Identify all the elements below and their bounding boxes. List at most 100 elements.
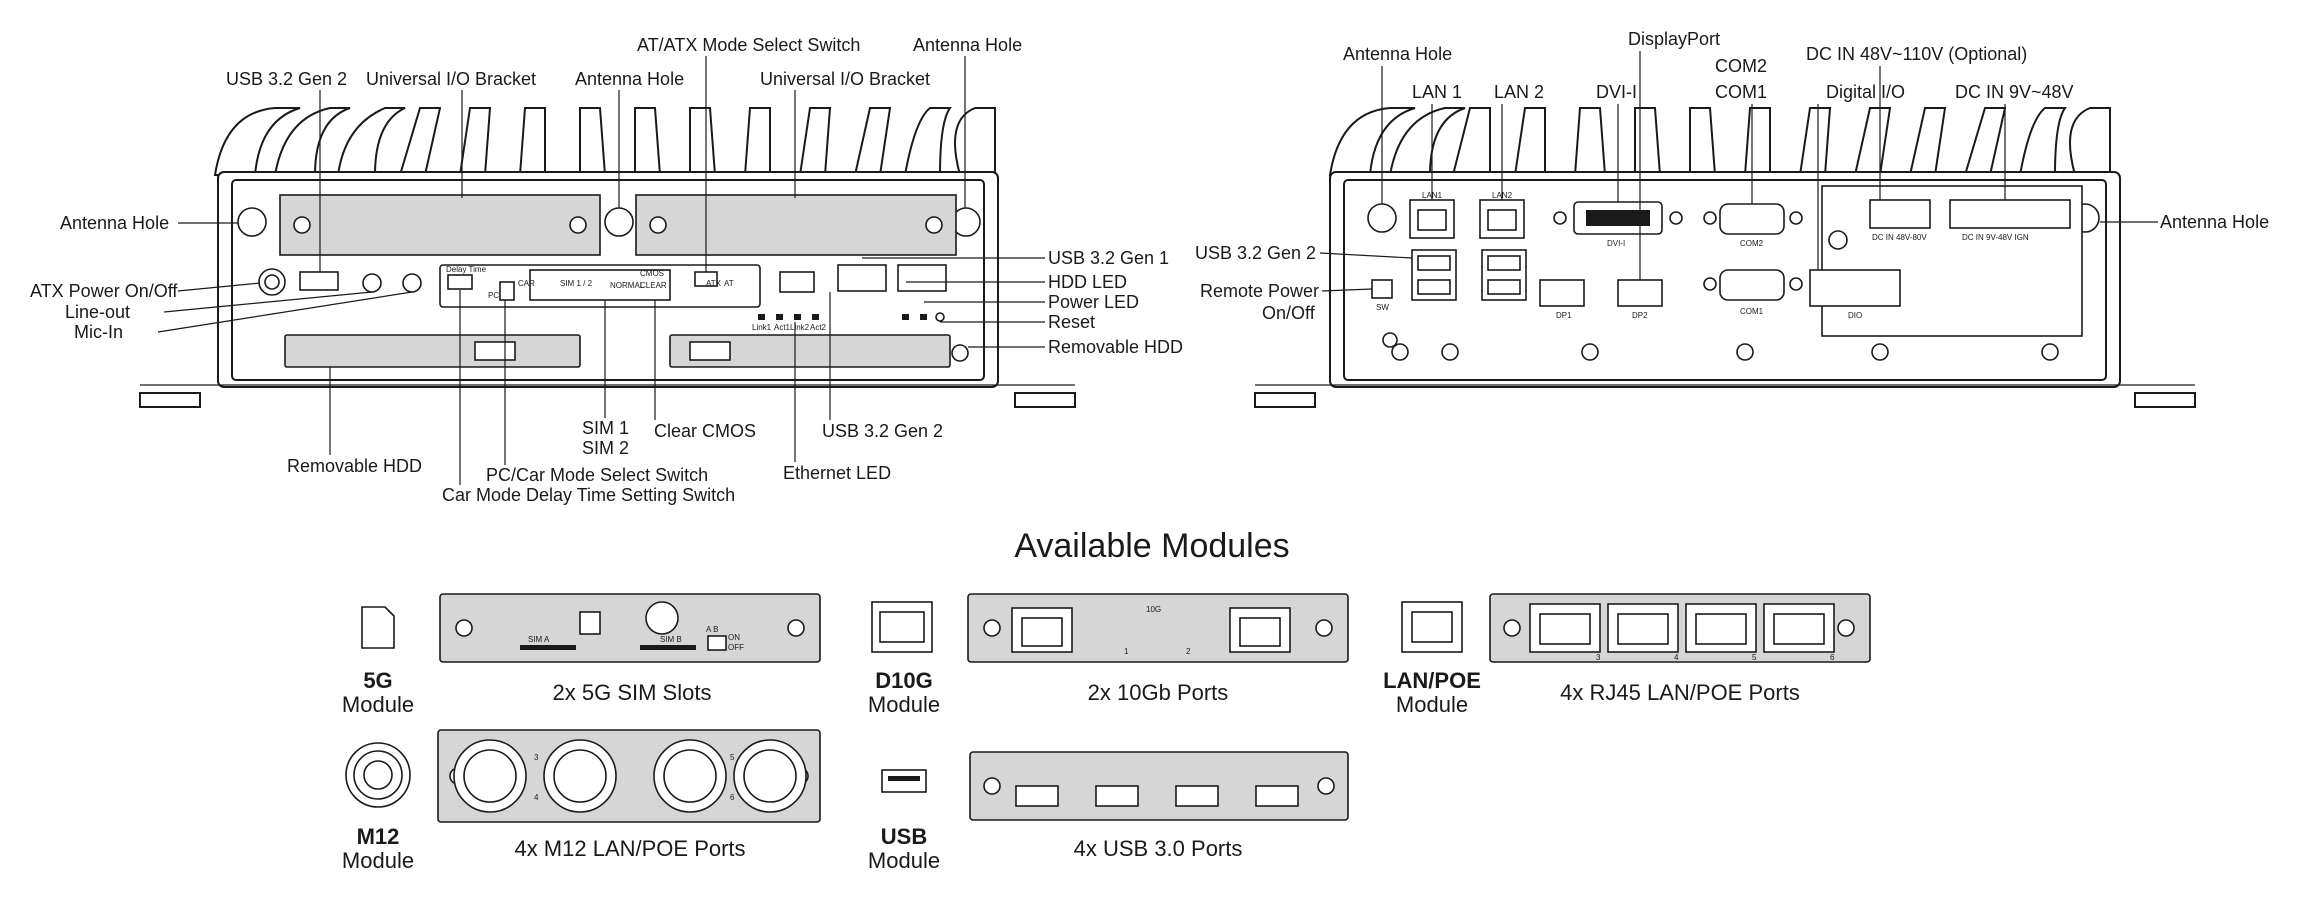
silk-link2: Link2 xyxy=(790,323,810,332)
label-antenna-hole-left: Antenna Hole xyxy=(60,213,169,233)
silk-sim-a: SIM A xyxy=(528,635,550,644)
module-usb: USB Module 4x USB 3.0 Ports xyxy=(868,751,1349,873)
silk-m12-6: 6 xyxy=(730,793,735,802)
silk-lan-6: 6 xyxy=(1830,653,1835,662)
label-rear-usb32gen2: USB 3.2 Gen 2 xyxy=(1195,243,1316,263)
silk-lan1: LAN1 xyxy=(1422,191,1443,200)
silk-act2: Act2 xyxy=(810,323,827,332)
module-d10g: D10G Module 10G 1 2 2x 10Gb Ports xyxy=(868,593,1349,717)
front-silkscreen: Link1 Act1 Link2 Act2 Delay Time PC CAR … xyxy=(446,265,827,332)
silk-lan-4: 4 xyxy=(1674,653,1679,662)
label-rear-antenna-hole-right: Antenna Hole xyxy=(2160,212,2269,232)
silk-lan-5: 5 xyxy=(1752,653,1757,662)
silk-normal: NORMAL xyxy=(610,281,645,290)
label-universal-io-left: Universal I/O Bracket xyxy=(366,69,536,89)
label-usb32gen2-bottom: USB 3.2 Gen 2 xyxy=(822,421,943,441)
silk-dvi: DVI-I xyxy=(1607,239,1625,248)
label-clear-cmos: Clear CMOS xyxy=(654,421,756,441)
label-removable-hdd-left: Removable HDD xyxy=(287,456,422,476)
silk-dp1: DP1 xyxy=(1556,311,1572,320)
front-panel-drawing xyxy=(139,107,1076,408)
silk-sim: SIM 1 / 2 xyxy=(560,279,593,288)
silk-dio: DIO xyxy=(1848,311,1862,320)
silk-port1: 1 xyxy=(1124,647,1129,656)
label-remote-power-1: Remote Power xyxy=(1200,281,1319,301)
module-5g-suffix: Module xyxy=(342,692,414,717)
silk-lan-3: 3 xyxy=(1596,653,1601,662)
label-usb32gen1: USB 3.2 Gen 1 xyxy=(1048,248,1169,268)
label-line-out: Line-out xyxy=(65,302,130,322)
label-digital-io: Digital I/O xyxy=(1826,82,1905,102)
silk-dp2: DP2 xyxy=(1632,311,1648,320)
module-lanpoe-name: LAN/POE xyxy=(1383,668,1481,693)
label-dc-in-9-48: DC IN 9V~48V xyxy=(1955,82,2074,102)
label-com2: COM2 xyxy=(1715,56,1767,76)
silk-com2: COM2 xyxy=(1740,239,1764,248)
silk-m12-3: 3 xyxy=(534,753,539,762)
module-usb-caption: 4x USB 3.0 Ports xyxy=(1074,836,1243,861)
silk-link1: Link1 xyxy=(752,323,772,332)
sim-card-icon xyxy=(361,606,395,649)
silk-lan2: LAN2 xyxy=(1492,191,1513,200)
label-remote-power-2: On/Off xyxy=(1262,303,1316,323)
silk-m12-5: 5 xyxy=(730,753,735,762)
label-ethernet-led: Ethernet LED xyxy=(783,463,891,483)
label-reset: Reset xyxy=(1048,312,1095,332)
label-power-led: Power LED xyxy=(1048,292,1139,312)
silk-10g: 10G xyxy=(1146,605,1161,614)
label-com1: COM1 xyxy=(1715,82,1767,102)
label-rear-antenna-hole-left: Antenna Hole xyxy=(1343,44,1452,64)
label-at-atx-switch: AT/ATX Mode Select Switch xyxy=(637,35,860,55)
silk-pc: PC xyxy=(488,291,499,300)
label-displayport: DisplayPort xyxy=(1628,29,1720,49)
silk-dc-low: DC IN 9V-48V IGN xyxy=(1962,233,2029,242)
module-m12-suffix: Module xyxy=(342,848,414,873)
module-d10g-suffix: Module xyxy=(868,692,940,717)
label-antenna-hole-center: Antenna Hole xyxy=(575,69,684,89)
label-car-delay-switch: Car Mode Delay Time Setting Switch xyxy=(442,485,735,505)
silk-sw: SW xyxy=(1376,303,1389,312)
silk-com1: COM1 xyxy=(1740,307,1764,316)
label-atx-power: ATX Power On/Off xyxy=(30,281,178,301)
module-usb-name: USB xyxy=(881,824,927,849)
module-lanpoe-caption: 4x RJ45 LAN/POE Ports xyxy=(1560,680,1800,705)
rear-panel-drawing xyxy=(1254,107,2196,408)
label-usb32gen2-top: USB 3.2 Gen 2 xyxy=(226,69,347,89)
module-5g-caption: 2x 5G SIM Slots xyxy=(553,680,712,705)
silk-at: AT xyxy=(724,279,734,288)
module-d10g-caption: 2x 10Gb Ports xyxy=(1088,680,1229,705)
front-labels: USB 3.2 Gen 2 Universal I/O Bracket Ante… xyxy=(30,35,1183,505)
label-sim2: SIM 2 xyxy=(582,438,629,458)
label-dc-in-48-110: DC IN 48V~110V (Optional) xyxy=(1806,44,2027,64)
module-5g-name: 5G xyxy=(363,668,392,693)
module-m12-name: M12 xyxy=(357,824,400,849)
silk-ab: A B xyxy=(706,625,718,634)
silk-sim-b: SIM B xyxy=(660,635,682,644)
label-mic-in: Mic-In xyxy=(74,322,123,342)
label-pc-car-switch: PC/Car Mode Select Switch xyxy=(486,465,708,485)
module-usb-suffix: Module xyxy=(868,848,940,873)
module-lanpoe-suffix: Module xyxy=(1396,692,1468,717)
module-lan-poe: LAN/POE Module 3 4 5 6 4x RJ45 LAN/POE P… xyxy=(1383,593,1871,717)
module-m12: M12 Module 3 4 5 6 4x M12 LAN/POE Ports xyxy=(342,729,821,873)
silk-act1: Act1 xyxy=(774,323,791,332)
label-universal-io-right: Universal I/O Bracket xyxy=(760,69,930,89)
silk-dc-high: DC IN 48V-80V xyxy=(1872,233,1927,242)
label-lan2: LAN 2 xyxy=(1494,82,1544,102)
label-removable-hdd-right: Removable HDD xyxy=(1048,337,1183,357)
silk-port2: 2 xyxy=(1186,647,1191,656)
label-hdd-led: HDD LED xyxy=(1048,272,1127,292)
silk-delay: Delay Time xyxy=(446,265,487,274)
rear-labels: Antenna Hole LAN 1 LAN 2 DVI-I DisplayPo… xyxy=(1195,29,2269,323)
module-5g: 5G Module SIM A SIM B A B ON OFF 2x 5G S… xyxy=(342,593,821,717)
module-d10g-name: D10G xyxy=(875,668,932,693)
label-dvi: DVI-I xyxy=(1596,82,1637,102)
silk-clear: CLEAR xyxy=(640,281,667,290)
silk-car: CAR xyxy=(518,279,535,288)
label-lan1: LAN 1 xyxy=(1412,82,1462,102)
silk-m12-4: 4 xyxy=(534,793,539,802)
rear-silkscreen: LAN1 LAN2 DVI-I COM2 COM1 DP1 DP2 DIO SW… xyxy=(1376,191,2029,320)
silk-on: ON xyxy=(728,633,740,642)
silk-atx: ATX xyxy=(706,279,722,288)
